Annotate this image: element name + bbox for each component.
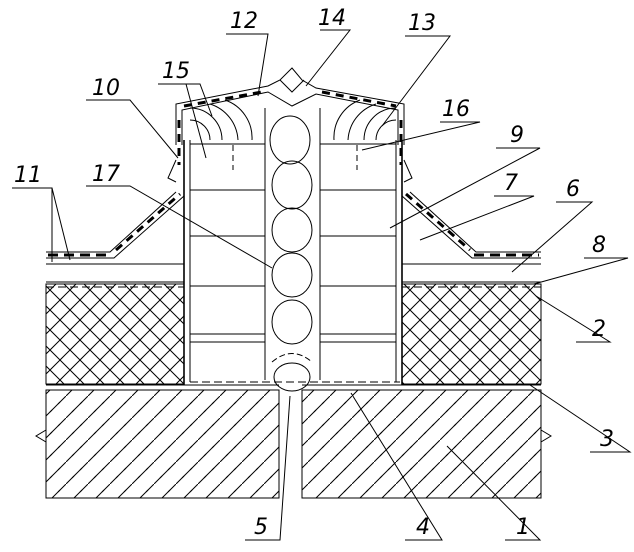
label-16: 16 (442, 97, 470, 122)
screed-layer (46, 263, 541, 288)
label-10: 10 (92, 76, 120, 101)
label-11: 11 (14, 163, 42, 188)
label-1: 1 (516, 515, 530, 540)
base-slab (35, 389, 552, 499)
insulation (45, 283, 542, 385)
membrane-layer (46, 381, 541, 386)
label-13: 13 (408, 11, 436, 36)
roof-flashing (46, 191, 541, 259)
label-5: 5 (254, 515, 268, 540)
label-8: 8 (592, 233, 606, 258)
label-6: 6 (566, 177, 580, 202)
label-4: 4 (416, 515, 430, 540)
vent-cap (167, 67, 413, 183)
label-12: 12 (230, 9, 258, 34)
bead-chain (269, 115, 313, 392)
label-9: 9 (510, 123, 524, 148)
label-15: 15 (162, 59, 190, 84)
leader-lines (12, 29, 632, 541)
label-14: 14 (318, 6, 346, 31)
label-7: 7 (504, 171, 518, 196)
label-3: 3 (600, 427, 614, 452)
vent-body (183, 108, 403, 385)
label-17: 17 (92, 162, 120, 187)
part-labels: 12 14 13 15 10 16 9 11 17 7 6 8 2 3 1 4 … (14, 6, 614, 540)
label-2: 2 (592, 317, 606, 342)
